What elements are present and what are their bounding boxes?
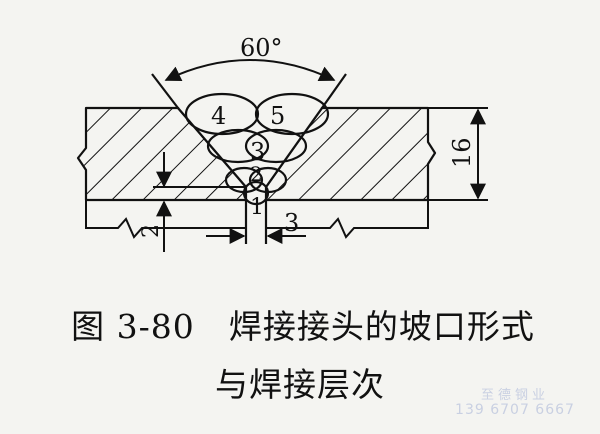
gap-label: 3 [284, 209, 299, 237]
root-face-dimension [153, 152, 246, 252]
angle-arc [164, 59, 336, 82]
watermark-company: 至德钢业 [480, 388, 549, 403]
thickness-dimension [428, 107, 488, 201]
bead-3-left [206, 128, 270, 164]
watermark-phone: 139 6707 6667 [455, 402, 575, 418]
figure-number: 图 3-80 [71, 307, 195, 346]
figure-caption-line-2: 与焊接层次 [215, 365, 385, 404]
bead-label-5: 5 [270, 102, 285, 130]
base-plates [76, 106, 437, 202]
bead-label-1: 1 [250, 195, 264, 220]
thickness-label: 16 [448, 137, 476, 168]
bead-2-right [248, 166, 288, 194]
bead-label-2: 2 [250, 162, 263, 186]
weld-beads [184, 92, 330, 206]
plate-bottom-outline [85, 200, 429, 239]
bead-2-left [224, 166, 264, 194]
figure-title: 焊接接头的坡口形式 [228, 307, 535, 346]
bead-4 [184, 92, 260, 136]
bead-label-3: 3 [250, 138, 265, 166]
root-face-label: 2 [139, 224, 164, 238]
bead-5 [254, 92, 330, 136]
bead-label-4: 4 [211, 102, 226, 130]
bead-3-right [244, 128, 308, 164]
angle-label: 60° [240, 34, 283, 62]
figure-caption-line-1: 图 3-80 焊接接头的坡口形式 [0, 300, 600, 348]
